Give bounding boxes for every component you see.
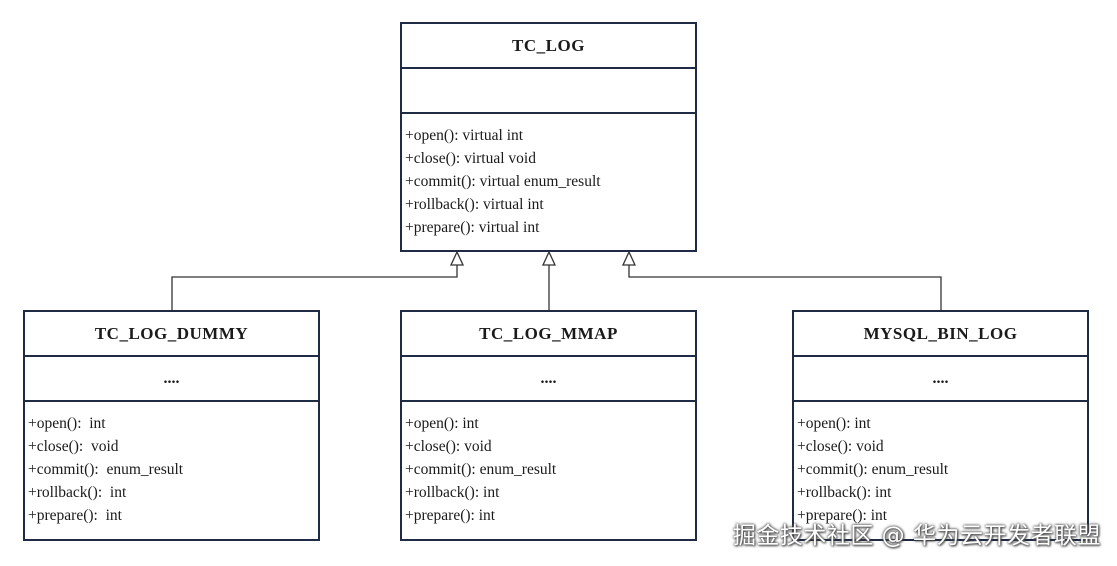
class-attributes: .... xyxy=(794,357,1087,402)
generalization-arrow-binlog xyxy=(621,250,637,266)
class-attributes: .... xyxy=(402,357,695,402)
method-rollback: +rollback(): int xyxy=(405,484,500,501)
method-open: +open(): int xyxy=(797,415,871,432)
connector-tc-log-dummy xyxy=(171,265,458,310)
method-rollback: +rollback(): int xyxy=(797,484,892,501)
class-name: TC_LOG_DUMMY xyxy=(25,312,318,357)
method-commit: +commit(): enum_result xyxy=(405,461,557,478)
method-prepare: +prepare(): int xyxy=(797,507,888,524)
method-commit: +commit(): enum_result xyxy=(28,461,184,478)
class-methods: +open(): int +close(): void +commit(): e… xyxy=(25,402,318,527)
method-close: +close(): virtual void xyxy=(405,150,536,167)
class-mysql-bin-log: MYSQL_BIN_LOG .... +open(): int +close()… xyxy=(792,310,1089,541)
method-open: +open(): virtual int xyxy=(405,127,524,144)
class-tc-log-dummy: TC_LOG_DUMMY .... +open(): int +close():… xyxy=(23,310,320,541)
class-name: MYSQL_BIN_LOG xyxy=(794,312,1087,357)
class-methods: +open(): int +close(): void +commit(): e… xyxy=(794,402,1087,527)
method-commit: +commit(): enum_result xyxy=(797,461,949,478)
method-prepare: +prepare(): virtual int xyxy=(405,219,540,236)
method-rollback: +rollback(): virtual int xyxy=(405,196,544,213)
class-tc-log-mmap: TC_LOG_MMAP .... +open(): int +close(): … xyxy=(400,310,697,541)
class-methods: +open(): virtual int +close(): virtual v… xyxy=(402,114,695,239)
generalization-arrow-mmap xyxy=(541,250,557,266)
generalization-arrow-dummy xyxy=(449,250,465,266)
watermark-text: 掘金技术社区 @ 华为云开发者联盟 xyxy=(732,523,1101,549)
method-open: +open(): int xyxy=(28,415,106,432)
class-tc-log: TC_LOG +open(): virtual int +close(): vi… xyxy=(400,22,697,252)
class-name: TC_LOG_MMAP xyxy=(402,312,695,357)
method-close: +close(): void xyxy=(797,438,884,455)
method-rollback: +rollback(): int xyxy=(28,484,127,501)
method-close: +close(): void xyxy=(405,438,492,455)
class-methods: +open(): int +close(): void +commit(): e… xyxy=(402,402,695,527)
method-commit: +commit(): virtual enum_result xyxy=(405,173,601,190)
method-prepare: +prepare(): int xyxy=(405,507,496,524)
connector-mysql-bin-log xyxy=(628,265,942,310)
class-attributes: .... xyxy=(25,357,318,402)
class-attributes xyxy=(402,69,695,114)
method-open: +open(): int xyxy=(405,415,479,432)
method-close: +close(): void xyxy=(28,438,119,455)
class-name: TC_LOG xyxy=(402,24,695,69)
method-prepare: +prepare(): int xyxy=(28,507,122,524)
